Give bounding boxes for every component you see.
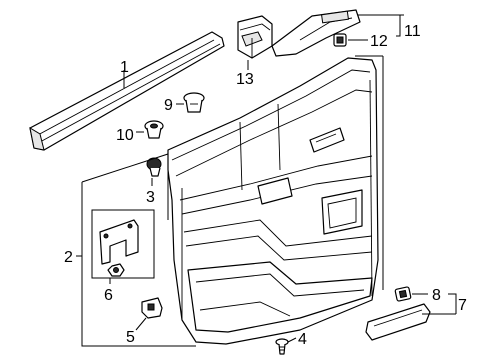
bracket-in-inset <box>99 219 139 265</box>
callout-2: 2 <box>64 249 73 266</box>
callout-13: 13 <box>236 71 254 88</box>
clip-part-5 <box>141 297 163 319</box>
leader-7b <box>448 293 457 314</box>
clip-part-8 <box>394 286 412 302</box>
door-trim-panel-part-2 <box>167 57 379 345</box>
switch-part-13 <box>237 15 273 59</box>
callout-10: 10 <box>116 127 134 144</box>
push-pin-part-9 <box>183 92 205 113</box>
callout-1: 1 <box>120 59 129 76</box>
callout-8: 8 <box>432 287 441 304</box>
nut-part-6 <box>107 263 125 277</box>
callout-6: 6 <box>104 287 113 304</box>
clip-part-12 <box>333 33 347 47</box>
weatherstrip-part-1 <box>29 31 225 151</box>
callout-9: 9 <box>164 97 173 114</box>
callout-11: 11 <box>404 23 421 40</box>
group-frame-2-left <box>81 182 196 347</box>
callout-12: 12 <box>370 33 388 50</box>
callout-3: 3 <box>146 189 155 206</box>
callout-5: 5 <box>126 329 135 346</box>
screw-part-4 <box>275 338 289 355</box>
grommet-part-10 <box>144 120 164 139</box>
clip-part-3 <box>146 157 162 177</box>
callout-7: 7 <box>458 297 467 314</box>
leader-11 <box>358 14 401 37</box>
leader-5 <box>135 317 147 331</box>
bezel-part-11 <box>271 9 361 57</box>
leader-4 <box>287 337 297 343</box>
callout-4: 4 <box>298 331 307 348</box>
cover-part-7 <box>365 303 431 341</box>
detail-inset-frame <box>91 209 155 279</box>
